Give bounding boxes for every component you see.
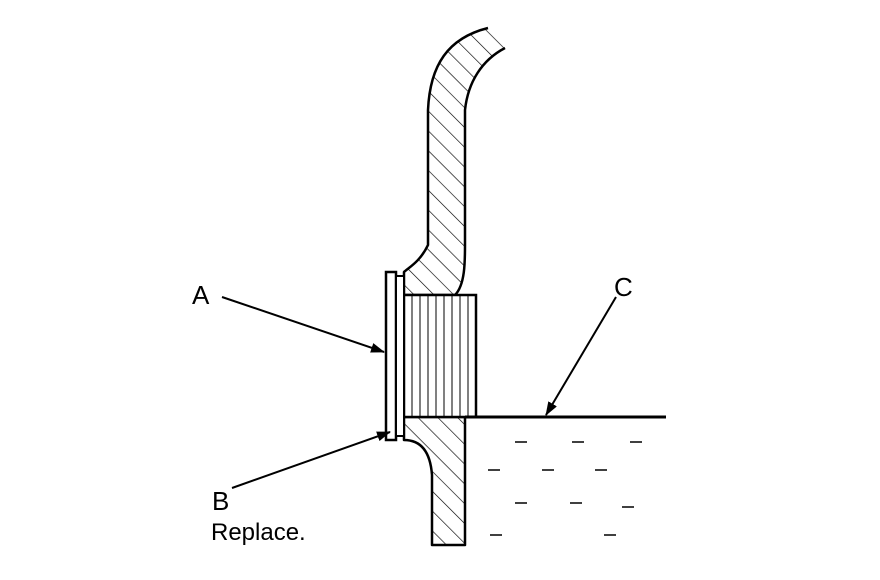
leader-line-c xyxy=(545,296,617,416)
housing-wall-lower xyxy=(402,415,467,547)
leader-line-a xyxy=(221,296,385,353)
housing-wall-upper xyxy=(402,26,506,297)
callout-a-label: A xyxy=(192,280,210,310)
fluid-dashes xyxy=(488,441,642,536)
o-ring xyxy=(395,275,405,437)
seal-plate xyxy=(384,270,398,442)
callout-b-note: Replace. xyxy=(211,519,306,546)
callout-b-label: B xyxy=(212,486,229,516)
bore-insert xyxy=(402,293,478,419)
callout-c-label: C xyxy=(614,272,633,302)
leader-line-b xyxy=(231,431,391,489)
